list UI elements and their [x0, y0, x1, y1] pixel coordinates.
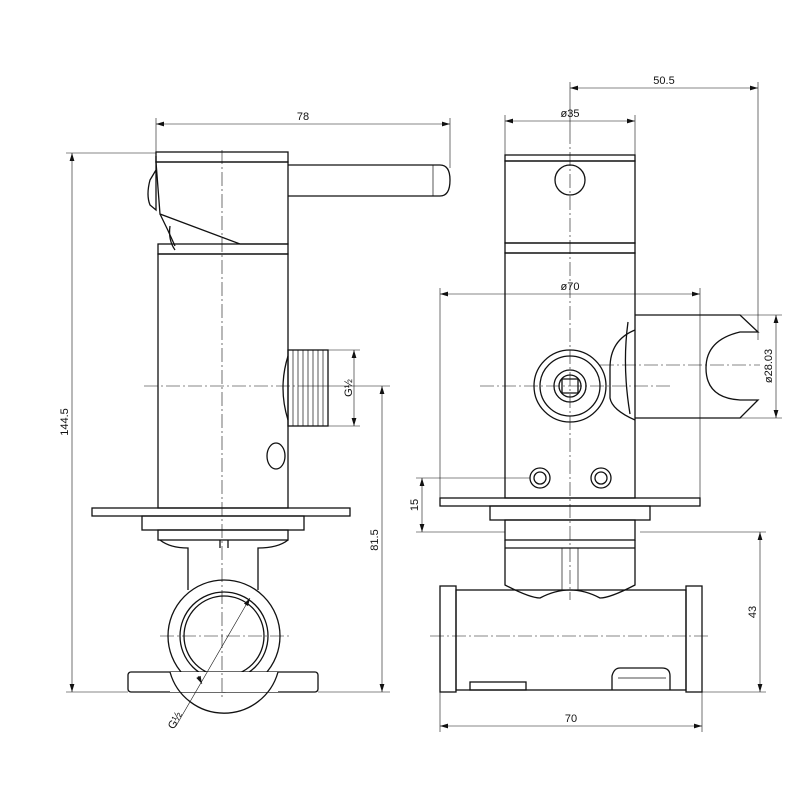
dimension-plate-thickness: 15 [409, 477, 530, 533]
dimension-height-144-5: 144.5 [59, 152, 156, 693]
wall-plate [91, 507, 351, 541]
dimension-inlet-width: 70 [439, 692, 703, 732]
dimension-width-78: 78 [155, 111, 451, 168]
dimension-label: ø35 [561, 108, 580, 120]
dimension-label: 81.5 [369, 529, 381, 550]
dimension-label: 144.5 [59, 408, 71, 436]
front-view: 50.5 ø35 ø70 ø28.03 15 [409, 75, 782, 732]
inlet-bar [439, 540, 703, 693]
dimension-thread-outlet: G½ [328, 349, 360, 427]
valve-body [157, 243, 289, 509]
dimension-plate-diameter: ø70 [439, 281, 701, 498]
dimension-label: 15 [409, 499, 421, 511]
dimension-label: 78 [297, 111, 309, 123]
threaded-outlet [282, 349, 329, 427]
side-view: 78 144.5 G½ 81.5 G½ [59, 111, 451, 731]
dimension-label: 50.5 [653, 75, 674, 87]
dimension-label: G½ [166, 710, 185, 731]
handle-lever [288, 164, 451, 197]
dimension-handle-diameter: ø35 [504, 108, 636, 155]
dimension-label: 43 [747, 606, 759, 618]
dimension-inlet-height: 43 [640, 531, 766, 693]
dimension-offset-50-5: 50.5 [569, 75, 759, 340]
dimension-label: ø70 [561, 281, 580, 293]
inlet-connector [127, 539, 319, 714]
shower-holder [609, 314, 760, 421]
dimension-label: 70 [565, 713, 577, 725]
handle-body [147, 151, 289, 251]
dimension-holder-diameter: ø28.03 [740, 314, 782, 419]
dimension-label: ø28.03 [763, 349, 775, 383]
dimension-outlet-height-81-5: 81.5 [298, 385, 390, 693]
dimension-label: G½ [343, 379, 355, 397]
